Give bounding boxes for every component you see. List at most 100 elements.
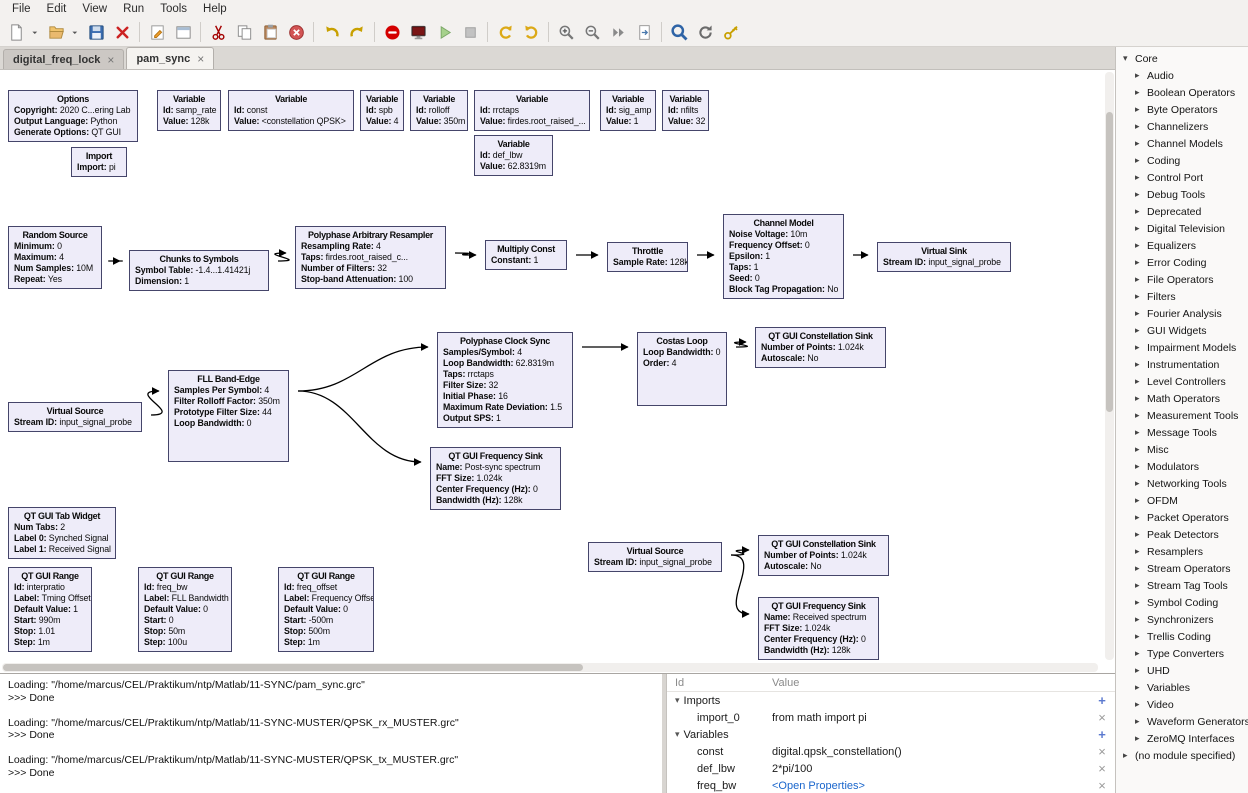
reload-blocks-button[interactable]: [693, 20, 717, 44]
block-const_sink2[interactable]: QT GUI Constellation SinkNumber of Point…: [758, 535, 889, 576]
remove-row-icon[interactable]: ×: [1089, 762, 1115, 775]
tab-close-icon[interactable]: ×: [197, 54, 204, 64]
library-no-module-specified[interactable]: ▸(no module specified): [1116, 747, 1248, 764]
library-category-networking-tools[interactable]: ▸Networking Tools: [1116, 475, 1248, 492]
inspector-row-import-0[interactable]: import_0from math import pi×: [667, 709, 1115, 726]
remove-row-icon[interactable]: ×: [1089, 779, 1115, 792]
redo-button[interactable]: [345, 20, 369, 44]
library-category-variables[interactable]: ▸Variables: [1116, 679, 1248, 696]
block-var_const[interactable]: VariableId: constValue: <constellation Q…: [228, 90, 354, 131]
block-multiply_const[interactable]: Multiply ConstConstant: 1: [485, 240, 567, 270]
new-flowgraph-button[interactable]: [4, 20, 28, 44]
add-row-icon[interactable]: +: [1089, 694, 1115, 707]
copy-button[interactable]: [232, 20, 256, 44]
library-category-filters[interactable]: ▸Filters: [1116, 288, 1248, 305]
open-flowgraph-button[interactable]: [44, 20, 68, 44]
block-options[interactable]: OptionsCopyright: 2020 C...ering LabOutp…: [8, 90, 138, 142]
add-row-icon[interactable]: +: [1089, 728, 1115, 741]
block-var_samp_rate[interactable]: VariableId: samp_rateValue: 128k: [157, 90, 221, 131]
connection[interactable]: [275, 253, 289, 261]
tab-pam-sync[interactable]: pam_sync×: [126, 47, 214, 69]
library-category-type-converters[interactable]: ▸Type Converters: [1116, 645, 1248, 662]
library-category-uhd[interactable]: ▸UHD: [1116, 662, 1248, 679]
open-properties-link[interactable]: <Open Properties>: [772, 780, 1089, 792]
close-button[interactable]: [110, 20, 134, 44]
connection[interactable]: [735, 342, 748, 347]
library-category-zeromq-interfaces[interactable]: ▸ZeroMQ Interfaces: [1116, 730, 1248, 747]
zoom-fit-button[interactable]: [606, 20, 630, 44]
library-category-byte-operators[interactable]: ▸Byte Operators: [1116, 101, 1248, 118]
library-category-synchronizers[interactable]: ▸Synchronizers: [1116, 611, 1248, 628]
block-const_sink1[interactable]: QT GUI Constellation SinkNumber of Point…: [755, 327, 886, 368]
library-category-modulators[interactable]: ▸Modulators: [1116, 458, 1248, 475]
cut-button[interactable]: [206, 20, 230, 44]
library-category-coding[interactable]: ▸Coding: [1116, 152, 1248, 169]
connection[interactable]: [455, 253, 476, 255]
block-range_interpratio[interactable]: QT GUI RangeId: interpratioLabel: Tming …: [8, 567, 92, 652]
inspector-row-freq-bw[interactable]: freq_bw<Open Properties>×: [667, 777, 1115, 793]
library-category-trellis-coding[interactable]: ▸Trellis Coding: [1116, 628, 1248, 645]
flowgraph-canvas[interactable]: OptionsCopyright: 2020 C...ering LabOutp…: [0, 70, 1115, 673]
dropdown-button[interactable]: [70, 20, 82, 44]
fit-page-button[interactable]: [632, 20, 656, 44]
library-category-control-port[interactable]: ▸Control Port: [1116, 169, 1248, 186]
library-category-symbol-coding[interactable]: ▸Symbol Coding: [1116, 594, 1248, 611]
library-category-message-tools[interactable]: ▸Message Tools: [1116, 424, 1248, 441]
library-category-gui-widgets[interactable]: ▸GUI Widgets: [1116, 322, 1248, 339]
library-category-stream-tag-tools[interactable]: ▸Stream Tag Tools: [1116, 577, 1248, 594]
block-throttle[interactable]: ThrottleSample Rate: 128k: [607, 242, 688, 272]
menu-view[interactable]: View: [74, 2, 115, 16]
find-block-button[interactable]: [667, 20, 691, 44]
library-category-impairment-models[interactable]: ▸Impairment Models: [1116, 339, 1248, 356]
paste-button[interactable]: [258, 20, 282, 44]
block-var_sig_amp[interactable]: VariableId: sig_ampValue: 1: [600, 90, 656, 131]
block-polyphase_clock_sync[interactable]: Polyphase Clock SyncSamples/Symbol: 4Loo…: [437, 332, 573, 428]
block-tab_widget[interactable]: QT GUI Tab WidgetNum Tabs: 2Label 0: Syn…: [8, 507, 116, 559]
connection[interactable]: [298, 391, 421, 462]
rotate-ccw-button[interactable]: [493, 20, 517, 44]
block-virtual_source1[interactable]: Virtual SourceStream ID: input_signal_pr…: [8, 402, 142, 432]
library-category-ofdm[interactable]: ▸OFDM: [1116, 492, 1248, 509]
block-costas_loop[interactable]: Costas LoopLoop Bandwidth: 0Order: 4: [637, 332, 727, 406]
library-category-instrumentation[interactable]: ▸Instrumentation: [1116, 356, 1248, 373]
execute-button[interactable]: [432, 20, 456, 44]
library-category-boolean-operators[interactable]: ▸Boolean Operators: [1116, 84, 1248, 101]
undo-button[interactable]: [319, 20, 343, 44]
block-random_source[interactable]: Random SourceMinimum: 0Maximum: 4Num Sam…: [8, 226, 102, 289]
menu-run[interactable]: Run: [115, 2, 152, 16]
block-var_spb[interactable]: VariableId: spbValue: 4: [360, 90, 404, 131]
zoom-out-button[interactable]: [580, 20, 604, 44]
dropdown-button[interactable]: [30, 20, 42, 44]
library-category-channel-models[interactable]: ▸Channel Models: [1116, 135, 1248, 152]
connection[interactable]: [298, 347, 428, 391]
tab-digital-freq-lock[interactable]: digital_freq_lock×: [3, 49, 124, 69]
library-category-error-coding[interactable]: ▸Error Coding: [1116, 254, 1248, 271]
block-import_pi[interactable]: ImportImport: pi: [71, 147, 127, 177]
library-category-math-operators[interactable]: ▸Math Operators: [1116, 390, 1248, 407]
library-category-waveform-generators[interactable]: ▸Waveform Generators: [1116, 713, 1248, 730]
library-category-digital-television[interactable]: ▸Digital Television: [1116, 220, 1248, 237]
library-root-core[interactable]: ▾Core: [1116, 50, 1248, 67]
remove-row-icon[interactable]: ×: [1089, 745, 1115, 758]
block-freq_sink2[interactable]: QT GUI Frequency SinkName: Received spec…: [758, 597, 879, 660]
menu-tools[interactable]: Tools: [152, 2, 195, 16]
library-category-equalizers[interactable]: ▸Equalizers: [1116, 237, 1248, 254]
keys-button[interactable]: [719, 20, 743, 44]
library-category-fourier-analysis[interactable]: ▸Fourier Analysis: [1116, 305, 1248, 322]
inspector-row-def-lbw[interactable]: def_lbw2*pi/100×: [667, 760, 1115, 777]
block-var_rrctaps[interactable]: VariableId: rrctapsValue: firdes.root_ra…: [474, 90, 590, 131]
library-category-level-controllers[interactable]: ▸Level Controllers: [1116, 373, 1248, 390]
inspector-row-const[interactable]: constdigital.qpsk_constellation()×: [667, 743, 1115, 760]
connection[interactable]: [148, 391, 162, 415]
library-category-debug-tools[interactable]: ▸Debug Tools: [1116, 186, 1248, 203]
library-category-resamplers[interactable]: ▸Resamplers: [1116, 543, 1248, 560]
tab-close-icon[interactable]: ×: [107, 55, 114, 65]
inspector-group-imports[interactable]: ▾Imports+: [667, 692, 1115, 709]
connection[interactable]: [731, 555, 749, 614]
block-range_freq_bw[interactable]: QT GUI RangeId: freq_bwLabel: FLL Bandwi…: [138, 567, 232, 652]
flowgraph-properties-button[interactable]: [171, 20, 195, 44]
library-category-audio[interactable]: ▸Audio: [1116, 67, 1248, 84]
library-category-packet-operators[interactable]: ▸Packet Operators: [1116, 509, 1248, 526]
block-fll_band_edge[interactable]: FLL Band-EdgeSamples Per Symbol: 4Filter…: [168, 370, 289, 462]
library-category-peak-detectors[interactable]: ▸Peak Detectors: [1116, 526, 1248, 543]
